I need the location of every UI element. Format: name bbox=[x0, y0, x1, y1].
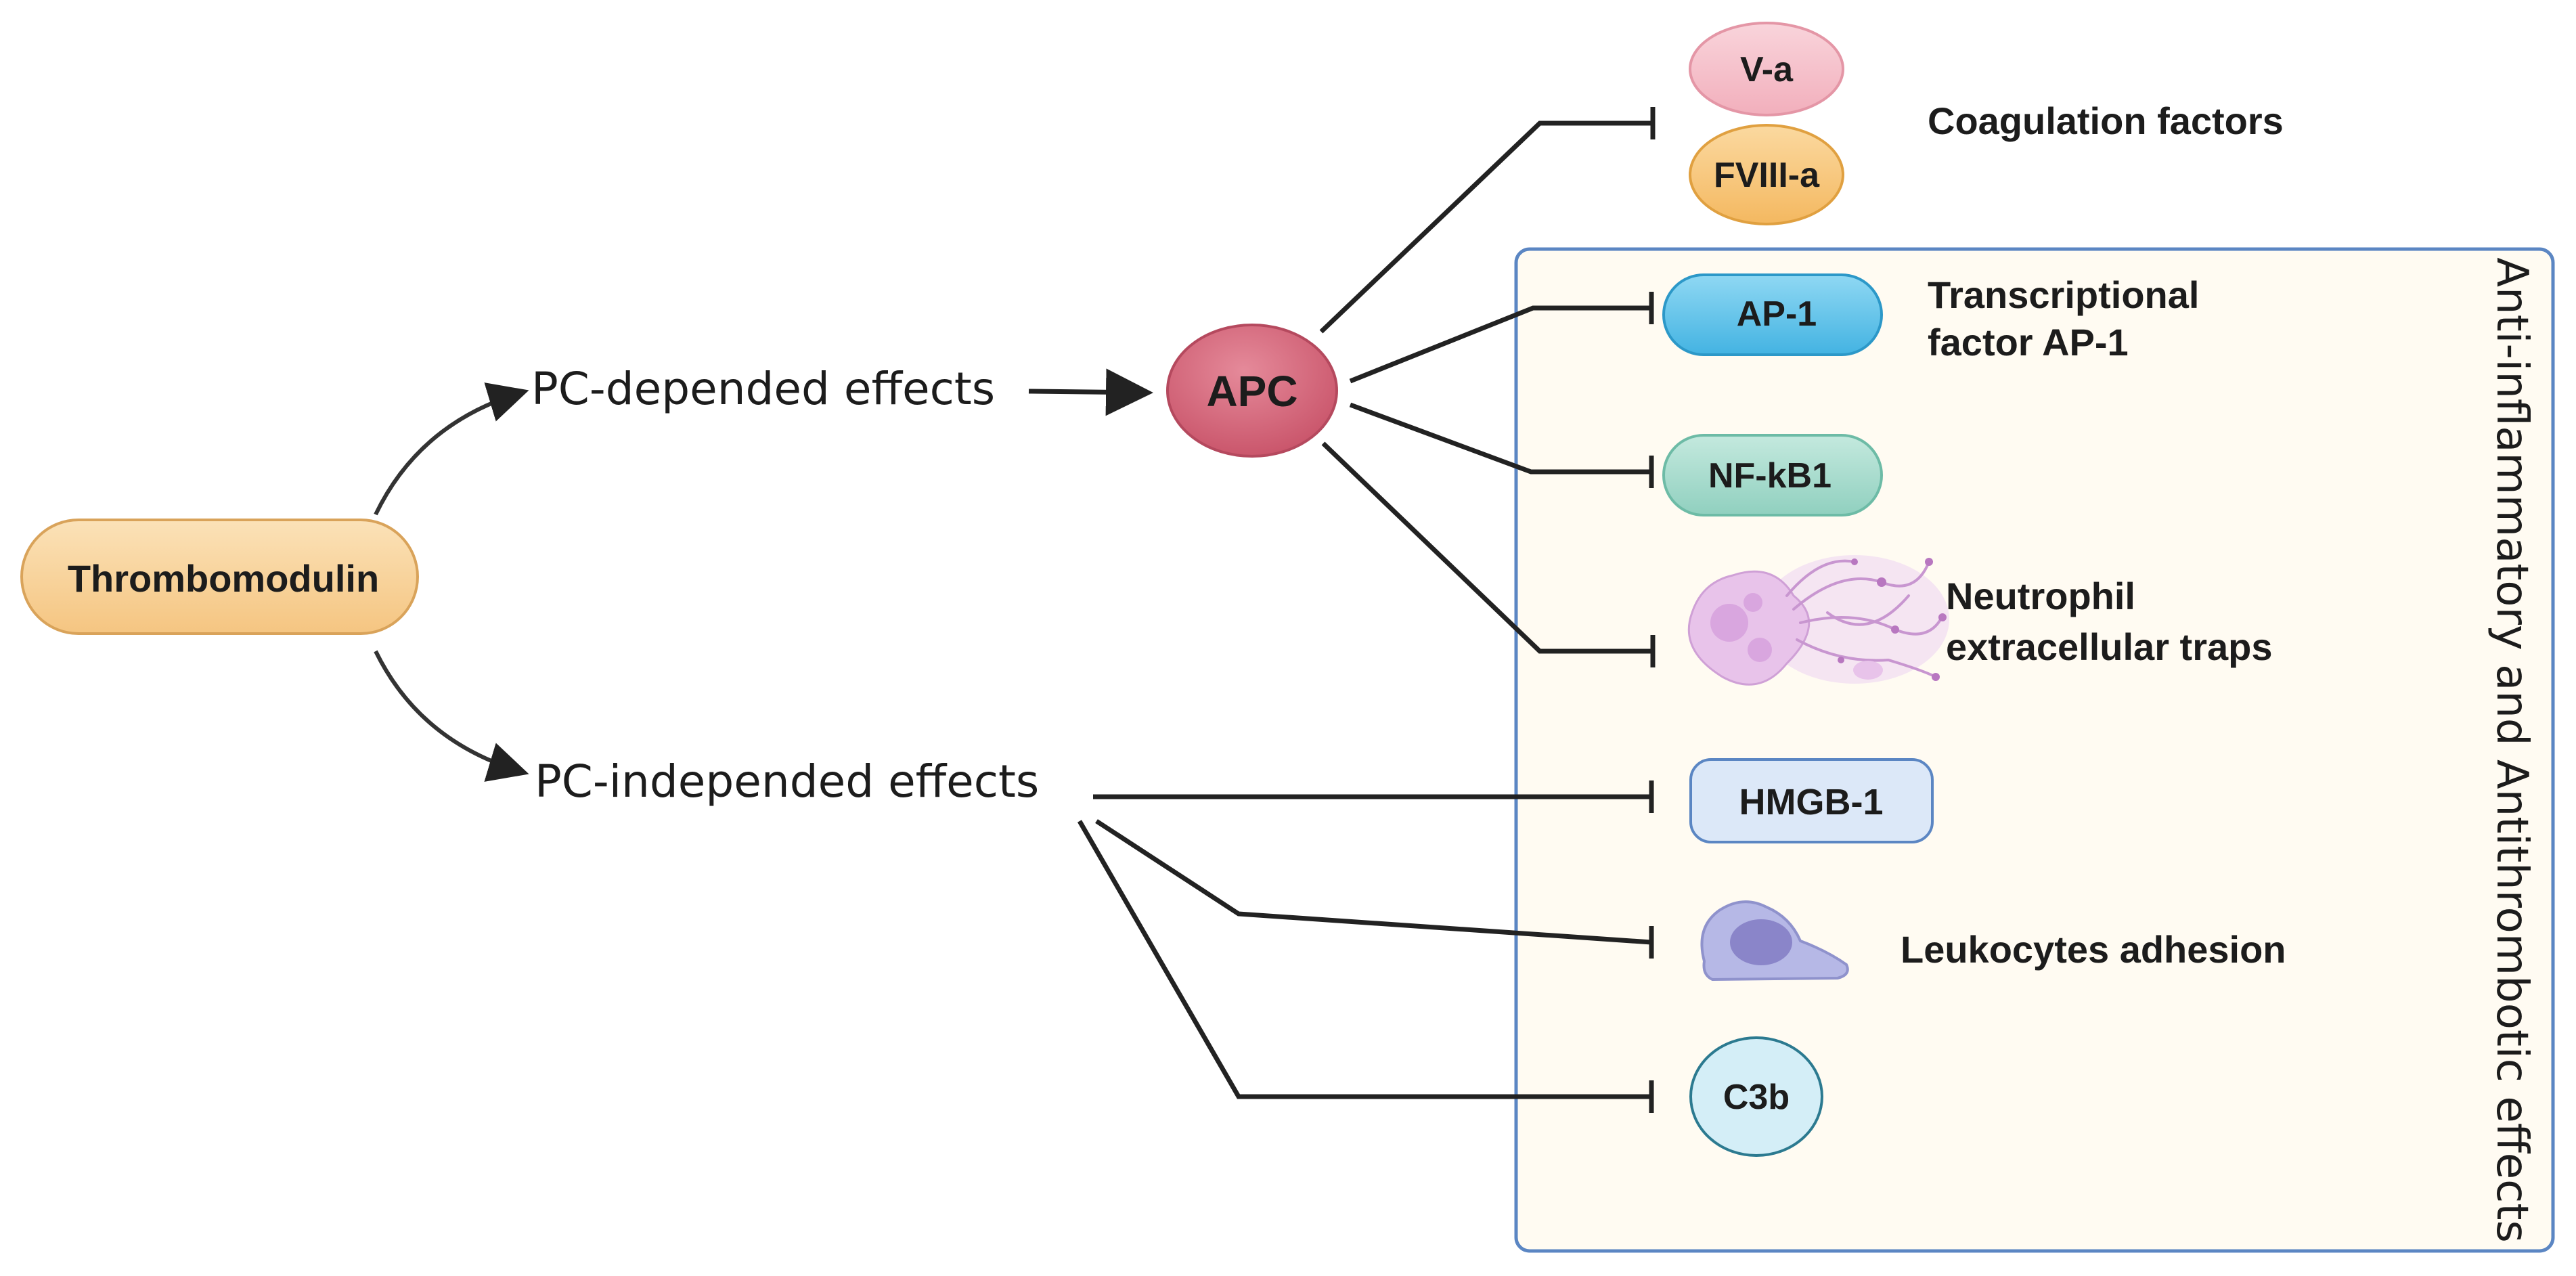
neutrophil-label-1: Neutrophil bbox=[1946, 575, 2135, 617]
hmgb1-node bbox=[1689, 758, 1934, 843]
inhibit-ap1-line bbox=[1349, 305, 1651, 384]
fviiia-node bbox=[1689, 124, 1844, 225]
inhibit-coagulation-line bbox=[1319, 120, 1653, 334]
effects-panel bbox=[1514, 247, 2555, 1253]
ap1-label: AP-1 bbox=[1737, 294, 1817, 334]
pc-dependent-label: PC-depended effects bbox=[531, 363, 995, 415]
nfkb1-label: NF-kB1 bbox=[1708, 456, 1831, 496]
inhibit-net-line bbox=[1321, 441, 1653, 654]
va-node bbox=[1689, 22, 1844, 116]
arrow-to-pc-dependent bbox=[374, 382, 529, 516]
va-label: V-a bbox=[1740, 50, 1794, 89]
fviiia-label: FVIII-a bbox=[1714, 156, 1820, 195]
thrombomodulin-node bbox=[20, 519, 419, 635]
transcriptional-label-1: Transcriptional bbox=[1928, 273, 2199, 316]
apc-node bbox=[1166, 324, 1338, 458]
hmgb1-label: HMGB-1 bbox=[1739, 782, 1884, 822]
inhibit-nfkb1-line bbox=[1349, 402, 1651, 475]
inhibit-c3b-line bbox=[1077, 820, 1651, 1099]
leukocytes-label: Leukocytes adhesion bbox=[1901, 928, 2286, 971]
coagulation-label: Coagulation factors bbox=[1928, 100, 2284, 142]
neutrophil-net-icon bbox=[1687, 555, 1949, 686]
inhibit-leukocyte-line bbox=[1095, 819, 1652, 945]
arrow-to-pc-independent bbox=[374, 650, 529, 782]
nfkb1-node bbox=[1662, 434, 1883, 516]
apc-label: APC bbox=[1206, 367, 1297, 416]
panel-title: Anti-inflammatory and Antithrombotic eff… bbox=[2487, 257, 2537, 1243]
ap1-node bbox=[1662, 273, 1883, 356]
transcriptional-label-2: factor AP-1 bbox=[1928, 321, 2129, 364]
thrombomodulin-label: Thrombomodulin bbox=[68, 557, 379, 600]
neutrophil-label-2: extracellular traps bbox=[1946, 625, 2272, 668]
c3b-label: C3b bbox=[1723, 1078, 1790, 1117]
pc-independent-label: PC-independed effects bbox=[535, 755, 1039, 808]
c3b-node bbox=[1689, 1036, 1823, 1157]
arrow-to-apc bbox=[1028, 368, 1153, 416]
leukocyte-cell-icon bbox=[1700, 900, 1849, 982]
